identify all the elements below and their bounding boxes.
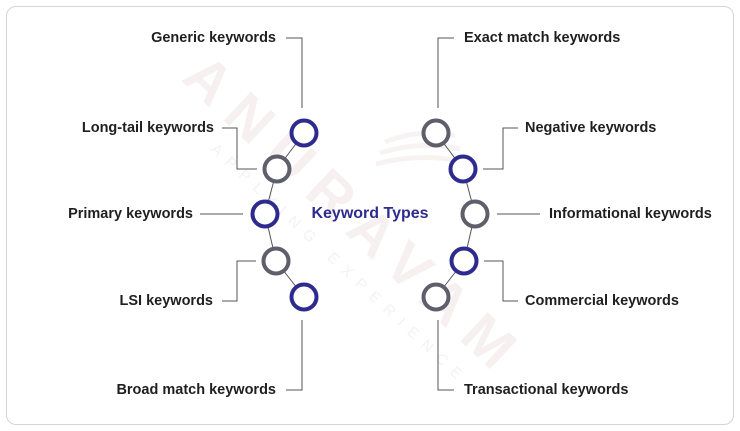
right-ring-5 [421,282,451,312]
left-leader-line [286,37,303,108]
right-label-1: Exact match keywords [464,30,621,46]
left-leader-line [222,127,257,170]
right-label-4: Commercial keywords [525,293,679,309]
left-ring-3 [250,199,280,229]
right-leader-line [484,260,518,302]
left-label-2: Long-tail keywords [81,120,214,136]
left-ring-1 [289,118,319,148]
watermark-logo [375,130,465,167]
right-label-2: Negative keywords [525,120,657,136]
diagram-title: Keyword Types [311,205,429,222]
rings [250,118,490,312]
right-label-5: Transactional keywords [464,382,629,398]
right-ring-2 [448,154,478,184]
left-ring-4 [261,246,291,276]
left-label-4: LSI keywords [119,293,213,309]
right-label-3: Informational keywords [549,206,712,222]
left-label-1: Generic keywords [151,30,276,46]
right-ring-4 [449,246,479,276]
diagram-card [6,6,734,425]
left-label-5: Broad match keywords [116,382,276,398]
right-leader-line [437,320,454,391]
right-ring-3 [460,199,490,229]
left-leader-line [286,320,303,391]
left-label-3: Primary keywords [68,206,193,222]
right-leader-line [437,37,454,108]
left-leader-line [222,260,256,302]
left-ring-5 [289,282,319,312]
right-ring-1 [421,118,451,148]
right-leader-line [483,127,518,170]
left-ring-2 [262,154,292,184]
